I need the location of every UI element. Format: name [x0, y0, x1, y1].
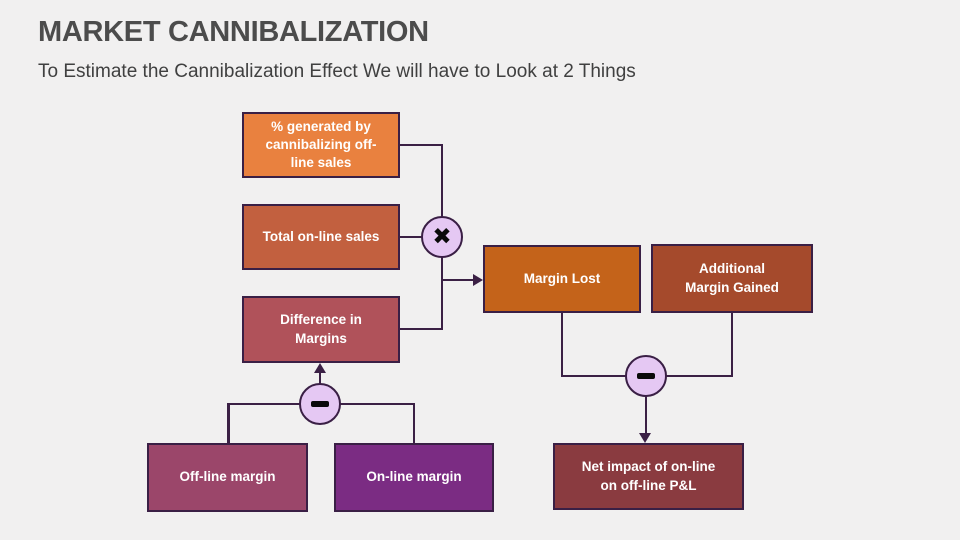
minus-icon — [311, 401, 329, 407]
connector — [560, 312, 563, 377]
connector — [560, 374, 627, 377]
connector — [399, 235, 423, 238]
node-difference-in-margins: Difference in Margins — [242, 296, 400, 363]
multiply-icon: ✖ — [432, 222, 452, 249]
arrowhead-into-difference — [314, 363, 326, 373]
connector — [318, 371, 322, 385]
connector — [441, 278, 475, 281]
connector — [644, 396, 648, 435]
node-online-margin: On-line margin — [334, 443, 494, 512]
connector — [730, 312, 733, 377]
node-margin-lost: Margin Lost — [483, 245, 641, 313]
connector — [399, 143, 443, 146]
connector — [665, 374, 733, 377]
node-net-impact: Net impact of on-line on off-line P&L — [553, 443, 744, 510]
connector — [227, 402, 301, 405]
connector — [412, 402, 415, 445]
connector — [440, 256, 443, 330]
node-offline-margin: Off-line margin — [147, 443, 308, 512]
connector — [440, 143, 443, 218]
multiply-operator: ✖ — [421, 216, 463, 258]
subtract-margins-operator — [299, 383, 341, 425]
connector — [399, 327, 443, 330]
subtract-net-operator — [625, 355, 667, 397]
page-subtitle: To Estimate the Cannibalization Effect W… — [38, 61, 636, 82]
node-pct-generated: % generated by cannibalizing off- line s… — [242, 112, 400, 178]
minus-icon — [637, 373, 655, 379]
node-total-online-sales: Total on-line sales — [242, 204, 400, 270]
connector — [227, 402, 230, 445]
page-title: MARKET CANNIBALIZATION — [38, 16, 429, 48]
arrowhead-into-margin-lost — [473, 273, 483, 286]
arrowhead-into-net-impact — [639, 433, 651, 443]
node-additional-margin-gained: Additional Margin Gained — [651, 244, 813, 313]
connector — [340, 402, 415, 405]
